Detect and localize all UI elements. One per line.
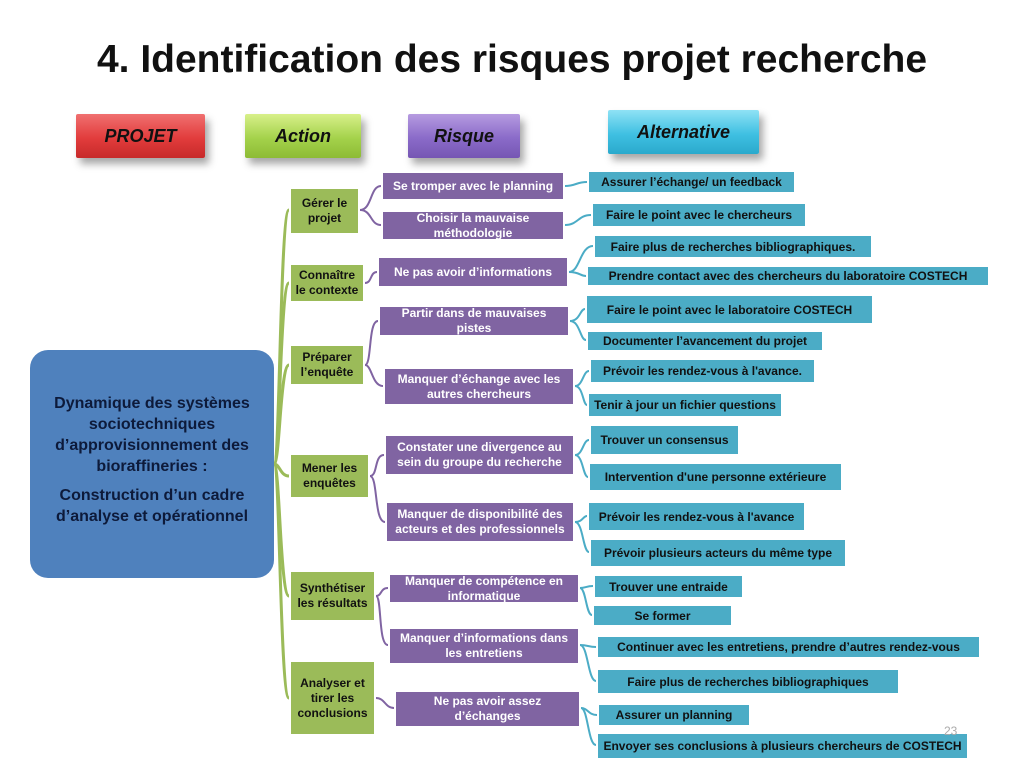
header-risque: Risque: [408, 114, 520, 158]
action-gerer-projet: Gérer le projet: [289, 187, 360, 235]
alt-point-chercheurs: Faire le point avec le chercheurs: [591, 202, 807, 228]
risk-divergence: Constater une divergence au sein du grou…: [384, 434, 575, 476]
page-title: 4. Identification des risques projet rec…: [96, 38, 928, 81]
risk-disponibilite: Manquer de disponibilité des acteurs et …: [385, 501, 575, 543]
header-projet: PROJET: [76, 114, 205, 158]
action-connaitre-contexte: Connaître le contexte: [289, 263, 365, 303]
project-description: Dynamique des systèmes sociotechniques d…: [54, 395, 250, 475]
action-mener-enquetes: Mener les enquêtes: [289, 453, 370, 499]
alt-rendez-vous-avance-1: Prévoir les rendez-vous à l'avance.: [589, 358, 816, 384]
project-subtitle: Construction d’un cadre d’analyse et opé…: [55, 487, 249, 525]
risk-competence-informatique: Manquer de compétence en informatique: [388, 573, 580, 604]
risk-methodologie: Choisir la mauvaise méthodologie: [381, 210, 565, 241]
alt-recherches-biblio-2: Faire plus de recherches bibliographique…: [596, 668, 900, 695]
risk-informations: Ne pas avoir d’informations: [377, 256, 569, 288]
alt-continuer-entretiens: Continuer avec les entretiens, prendre d…: [596, 635, 981, 659]
risk-planning: Se tromper avec le planning: [381, 171, 565, 201]
project-root-box: Dynamique des systèmes sociotechniques d…: [30, 350, 274, 578]
action-analyser: Analyser et tirer les conclusions: [289, 660, 376, 736]
action-preparer-enquete: Préparer l’enquête: [289, 344, 365, 386]
header-action: Action: [245, 114, 361, 158]
alt-fichier-questions: Tenir à jour un fichier questions: [587, 392, 783, 418]
header-alternative: Alternative: [608, 110, 759, 154]
risk-mauvaises-pistes: Partir dans de mauvaises pistes: [378, 305, 570, 337]
alt-consensus: Trouver un consensus: [589, 424, 740, 456]
risk-echanges: Ne pas avoir assez d’échanges: [394, 690, 581, 728]
alt-point-laboratoire: Faire le point avec le laboratoire COSTE…: [585, 294, 874, 325]
alt-se-former: Se former: [592, 604, 733, 627]
risk-informations-entretiens: Manquer d’informations dans les entretie…: [388, 627, 580, 665]
alt-rendez-vous-avance-2: Prévoir les rendez-vous à l'avance: [587, 501, 806, 532]
alt-plusieurs-acteurs: Prévoir plusieurs acteurs du même type: [589, 538, 847, 568]
action-synthetiser: Synthétiser les résultats: [289, 570, 376, 622]
alt-contact-costech: Prendre contact avec des chercheurs du l…: [586, 265, 990, 287]
page-number: 23: [944, 724, 958, 738]
alt-feedback: Assurer l’échange/ un feedback: [587, 170, 796, 194]
alt-entraide: Trouver une entraide: [593, 574, 744, 599]
alt-envoyer-conclusions: Envoyer ses conclusions à plusieurs cher…: [596, 732, 969, 760]
alt-assurer-planning: Assurer un planning: [597, 703, 751, 727]
risk-echange-chercheurs: Manquer d’échange avec les autres cherch…: [383, 367, 575, 406]
alt-intervention-exterieure: Intervention d'une personne extérieure: [588, 462, 843, 492]
alt-documenter: Documenter l’avancement du projet: [586, 330, 824, 352]
alt-recherches-biblio-1: Faire plus de recherches bibliographique…: [593, 234, 873, 259]
link-root-actions: [272, 208, 291, 466]
